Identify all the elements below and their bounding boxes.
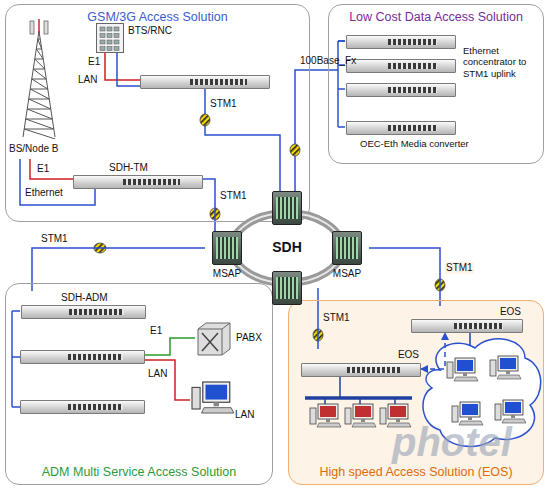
network-node: Ethernet concentrator to STM1 uplink bbox=[346, 35, 541, 107]
rack-device bbox=[73, 175, 203, 189]
msap-cabinet bbox=[272, 271, 302, 305]
pabx-icon bbox=[196, 321, 232, 357]
network-node: BTS/RNC bbox=[96, 23, 181, 55]
connector bbox=[30, 159, 73, 179]
link-label: STM1 bbox=[322, 312, 351, 324]
wires bbox=[12, 41, 541, 446]
connector bbox=[369, 248, 440, 306]
network-node: MSAP bbox=[205, 231, 249, 281]
link-label: LAN bbox=[148, 368, 167, 380]
rack-device bbox=[346, 35, 456, 49]
region-title: High speed Access Solution (EOS) bbox=[289, 465, 543, 480]
connector bbox=[203, 179, 215, 231]
port-row bbox=[388, 39, 437, 45]
network-node: OEC-Eth Media converter bbox=[346, 119, 496, 151]
port-row bbox=[68, 354, 123, 360]
rack-device bbox=[301, 363, 421, 377]
solution-region: Low Cost Data Access SolutionEthernet co… bbox=[328, 4, 544, 164]
connector bbox=[32, 248, 205, 291]
rack-device bbox=[346, 59, 456, 73]
link-label: E1 bbox=[36, 163, 50, 175]
region-title: ADM Multi Service Access Solution bbox=[6, 465, 272, 480]
network-node: BS/Node B bbox=[9, 19, 69, 159]
port-row bbox=[68, 404, 123, 410]
rack-device bbox=[411, 319, 523, 333]
device-label: EOS bbox=[500, 306, 521, 318]
msap-cabinet bbox=[212, 231, 242, 265]
rack-device bbox=[20, 350, 145, 364]
network-node: MSAP bbox=[325, 231, 369, 281]
network-node: PABX bbox=[196, 321, 271, 357]
port-row bbox=[347, 367, 400, 373]
rack-device bbox=[346, 121, 456, 135]
device-label: PABX bbox=[236, 332, 262, 344]
rack-device bbox=[20, 400, 145, 414]
network-node: EOS bbox=[411, 306, 523, 333]
port-row bbox=[123, 179, 181, 185]
rack-device bbox=[21, 305, 146, 319]
link-label: STM1 bbox=[445, 262, 474, 274]
card-slots bbox=[276, 277, 298, 299]
device-label: OEC-Eth Media converter bbox=[360, 138, 469, 149]
port-row bbox=[454, 323, 504, 329]
port-row bbox=[69, 309, 124, 315]
port-row bbox=[388, 87, 437, 93]
network-node: EOS bbox=[301, 349, 421, 377]
device-label: BS/Node B bbox=[9, 143, 58, 155]
device-label: LAN bbox=[235, 409, 254, 421]
network-node: SDH-TM bbox=[73, 161, 203, 189]
msap-cabinet bbox=[272, 191, 302, 225]
ring-label: SDH bbox=[227, 239, 347, 256]
card-slots bbox=[336, 237, 358, 259]
msap-cabinet bbox=[332, 231, 362, 265]
connector bbox=[317, 288, 319, 349]
link-label: STM1 bbox=[219, 190, 248, 202]
link-label: LAN bbox=[78, 74, 97, 86]
computer-icon bbox=[191, 381, 235, 419]
connector bbox=[421, 333, 445, 369]
link-label: 100Base_Fx bbox=[300, 55, 356, 67]
card-slots bbox=[216, 237, 238, 259]
port-row bbox=[388, 125, 437, 131]
link-label: E1 bbox=[88, 56, 100, 68]
watermark: photel bbox=[392, 418, 512, 466]
device-label: MSAP bbox=[325, 268, 369, 280]
device-label: SDH-TM bbox=[109, 162, 148, 174]
radio-tower bbox=[9, 19, 69, 139]
port-row bbox=[190, 79, 248, 85]
rack-device bbox=[140, 75, 270, 89]
link-label: Ethernet bbox=[24, 187, 64, 199]
region-fill bbox=[288, 300, 544, 485]
link-label: STM1 bbox=[40, 233, 69, 245]
rack-device bbox=[346, 83, 456, 97]
region-title: Low Cost Data Access Solution bbox=[329, 10, 543, 25]
card-slots bbox=[276, 197, 298, 219]
device-label: EOS bbox=[398, 349, 419, 361]
link-label: E1 bbox=[150, 325, 162, 337]
link-label: STM1 bbox=[210, 98, 237, 110]
network-node: LAN bbox=[191, 381, 266, 425]
solution-region: ADM Multi Service Access Solution SDH-ADM… bbox=[5, 283, 273, 485]
network-node: SDH-ADM bbox=[21, 291, 146, 320]
region-title: GSM/3G Access Solution bbox=[6, 10, 309, 25]
device-label: Ethernet concentrator to STM1 uplink bbox=[463, 45, 541, 79]
device-label: SDH-ADM bbox=[61, 292, 108, 304]
bts-icon bbox=[96, 23, 124, 53]
device-label: MSAP bbox=[205, 268, 249, 280]
device-label: BTS/RNC bbox=[128, 25, 172, 37]
port-row bbox=[388, 63, 437, 69]
